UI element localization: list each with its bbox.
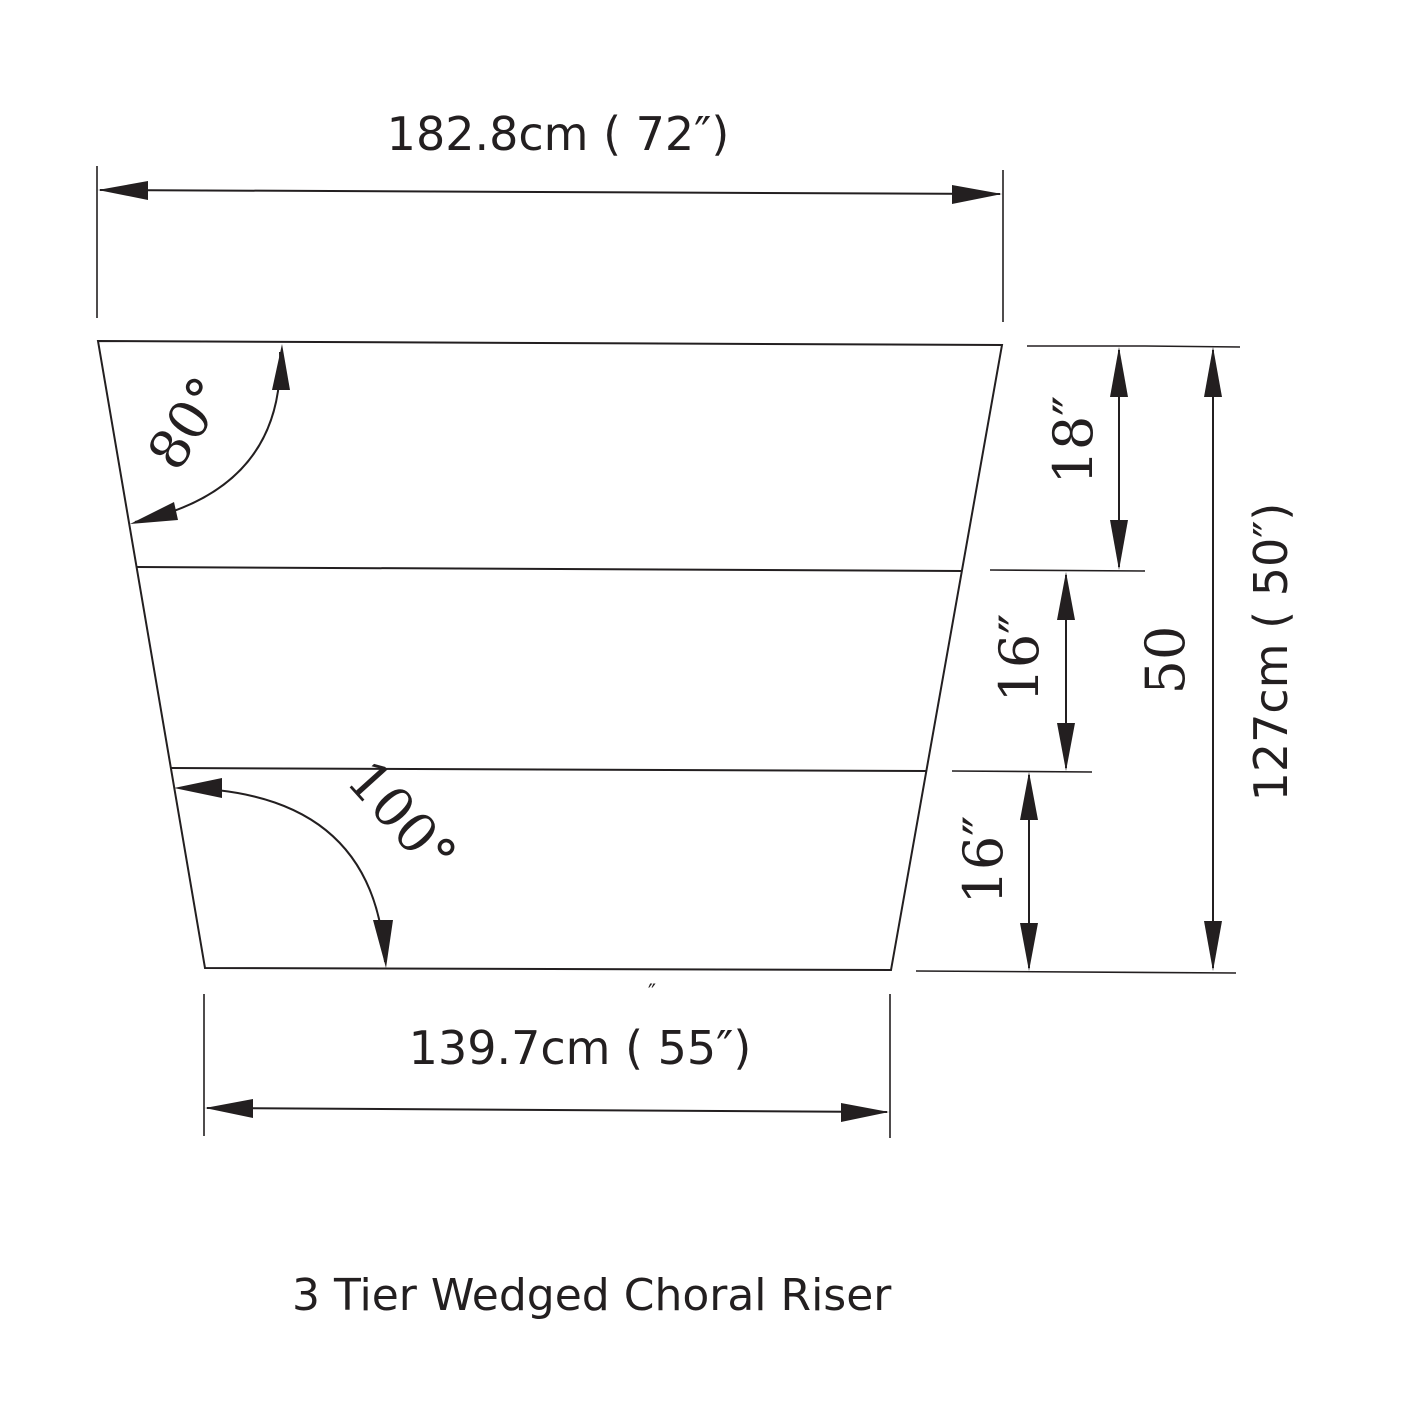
- arrowhead: [1057, 572, 1075, 620]
- arrowhead: [1020, 772, 1038, 820]
- tier-divider-1: [135, 566, 963, 572]
- arrowhead: [1204, 347, 1222, 397]
- arrowhead: [1057, 723, 1075, 771]
- arrowhead: [174, 778, 222, 798]
- total-height-inches-label: 50: [1134, 626, 1197, 695]
- arrowhead: [272, 344, 290, 390]
- arrowhead: [205, 1099, 253, 1118]
- top-width-dim-line: [99, 189, 1001, 195]
- top-width-label: 182.8cm ( 72″): [387, 107, 730, 161]
- bottom-width-label: 139.7cm ( 55″): [409, 1021, 752, 1075]
- diagram-caption: 3 Tier Wedged Choral Riser: [292, 1270, 892, 1321]
- arrowhead: [1204, 921, 1222, 971]
- tier-divider-2: [170, 767, 928, 772]
- total-height-ext-top: [1144, 345, 1241, 348]
- tier1-height-label: 18″: [1042, 396, 1105, 485]
- angle-arc-100: [179, 787, 386, 963]
- tier3-height-label: 16″: [952, 816, 1015, 905]
- arrowhead: [1110, 520, 1128, 570]
- riser-outline: [96, 339, 1004, 972]
- tier1-ext-bottom: [989, 569, 1146, 572]
- bottom-width-dim-line: [206, 1107, 888, 1113]
- tier2-ext-bottom: [951, 770, 1093, 773]
- arrowhead: [373, 920, 393, 968]
- total-height-label: 127cm ( 50″): [1244, 503, 1298, 802]
- angle-label-80: 80°: [135, 366, 239, 481]
- arrowhead: [98, 181, 148, 200]
- arrowhead: [1110, 347, 1128, 397]
- tier3-ext-bottom: [915, 970, 1237, 974]
- arrowhead: [130, 502, 178, 524]
- stray-inch-mark: ″: [648, 981, 656, 1006]
- arrowhead: [841, 1103, 889, 1122]
- arrowhead: [952, 185, 1002, 204]
- tier2-height-label: 16″: [988, 614, 1051, 703]
- arrowhead: [1020, 923, 1038, 971]
